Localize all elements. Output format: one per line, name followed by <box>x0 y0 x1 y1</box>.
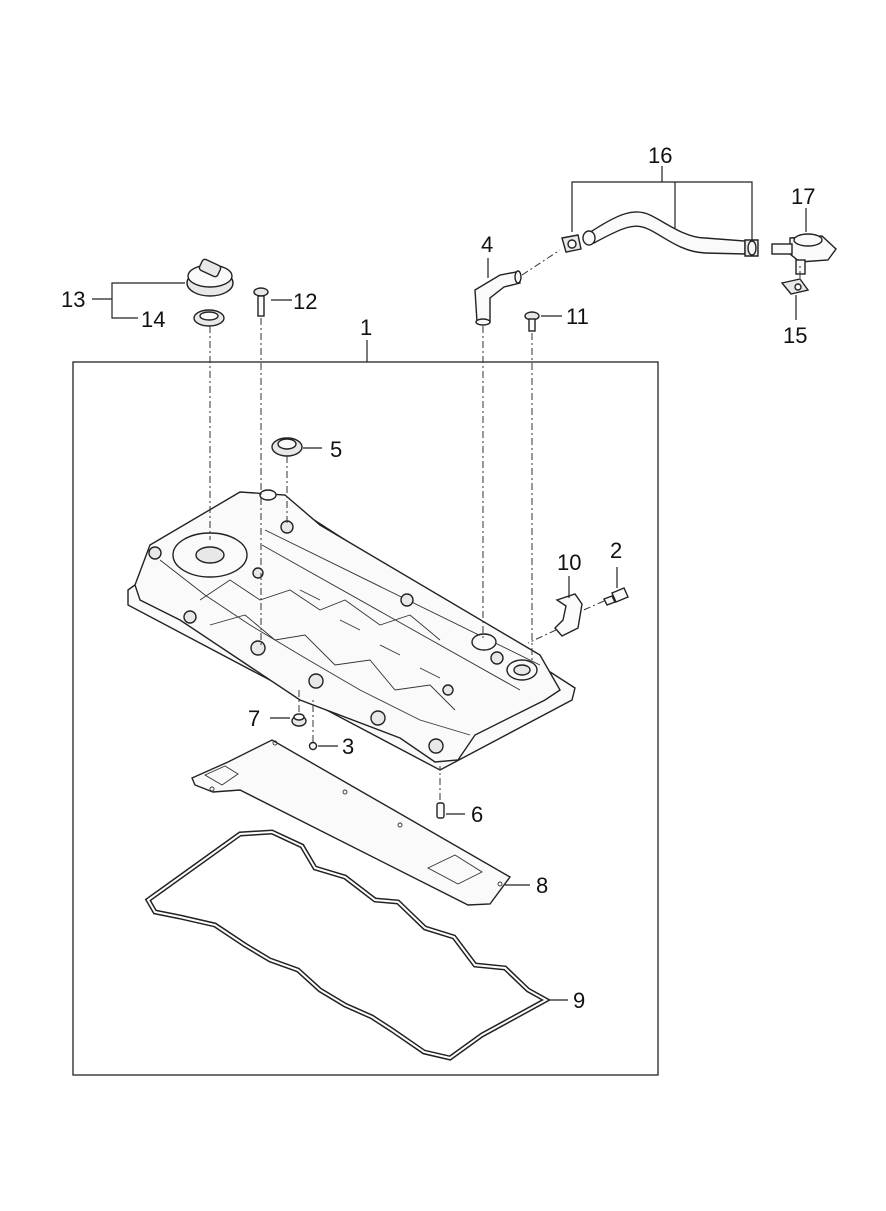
callout-12: 12 <box>293 289 317 314</box>
callout-5: 5 <box>330 437 342 462</box>
callout-13: 13 <box>61 287 85 312</box>
callout-7: 7 <box>248 706 260 731</box>
rocker-cover <box>127 489 576 771</box>
clip-part-15 <box>780 278 810 295</box>
callout-1: 1 <box>360 315 372 340</box>
hose-clamp-right <box>744 239 759 257</box>
bolt-part-12 <box>253 287 269 317</box>
callout-3: 3 <box>342 734 354 759</box>
hose-clamp-left <box>561 234 582 253</box>
gasket-ring-part-14 <box>193 309 225 327</box>
callout-10: 10 <box>557 550 581 575</box>
bolt-part-2 <box>603 587 629 606</box>
bracket-part-10 <box>554 593 583 637</box>
filler-cap-part-13 <box>186 258 234 297</box>
callout-17: 17 <box>791 184 815 209</box>
elbow-hose-part-4 <box>474 270 522 326</box>
callout-11: 11 <box>566 304 589 329</box>
assembly-frame <box>72 361 659 1076</box>
gasket-part-8 <box>191 739 512 906</box>
callout-15: 15 <box>783 323 807 348</box>
grommet-part-7 <box>291 713 307 727</box>
callout-8: 8 <box>536 873 548 898</box>
callout-14: 14 <box>141 307 165 332</box>
seal-ring-part-5 <box>271 437 303 457</box>
dowel-part-3 <box>308 741 318 751</box>
pcv-hose-part-16 <box>561 211 759 257</box>
pin-part-6 <box>436 802 445 819</box>
bolt-part-11 <box>524 311 540 332</box>
pcv-valve-part-17 <box>771 233 837 275</box>
callout-6: 6 <box>471 802 483 827</box>
callout-2: 2 <box>610 538 622 563</box>
callout-16: 16 <box>648 143 672 168</box>
callout-9: 9 <box>573 988 585 1013</box>
callout-4: 4 <box>481 232 493 257</box>
seal-part-9 <box>144 829 552 1061</box>
